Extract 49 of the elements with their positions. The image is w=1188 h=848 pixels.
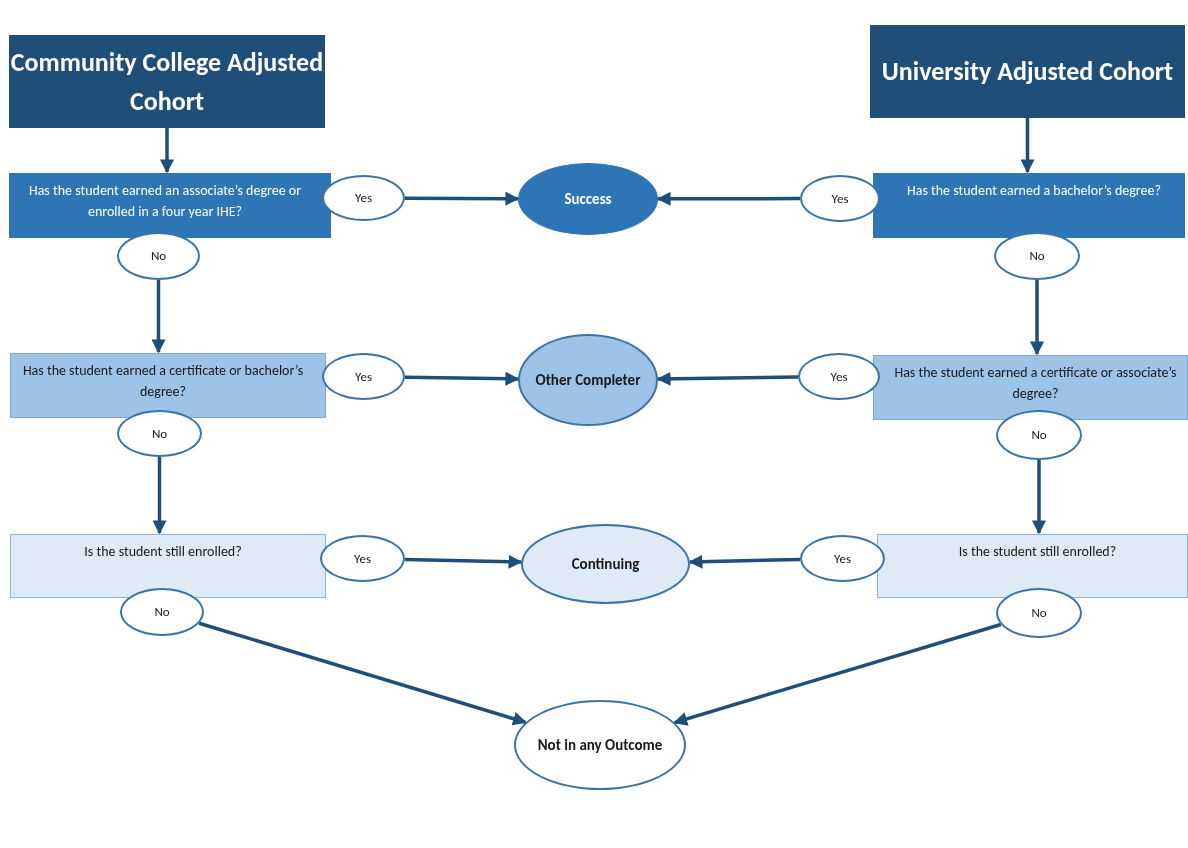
arrow bbox=[404, 371, 520, 386]
node-text: Has the student earned a certificate or associate’s degree? bbox=[893, 363, 1178, 404]
node-text: Yes bbox=[355, 189, 372, 208]
arrow bbox=[152, 457, 167, 535]
node-text: No bbox=[150, 247, 167, 266]
arrow bbox=[1030, 280, 1044, 356]
node-text: Has the student earned an associate’s degree or enrolled in a four year IHE? bbox=[27, 181, 303, 222]
question-box bbox=[10, 353, 326, 418]
arrow bbox=[656, 191, 800, 206]
arrow bbox=[673, 622, 1002, 726]
cohort-box bbox=[870, 25, 1185, 118]
answer-oval bbox=[996, 588, 1082, 638]
arrow bbox=[198, 621, 527, 726]
answer-oval bbox=[322, 353, 405, 400]
node-text: Yes bbox=[834, 549, 851, 568]
arrow bbox=[1020, 118, 1035, 174]
node-text: No bbox=[1031, 426, 1047, 445]
node-text: Yes bbox=[354, 549, 371, 568]
question-box bbox=[873, 173, 1185, 238]
node-text: Continuing bbox=[571, 553, 640, 575]
arrow bbox=[160, 128, 174, 174]
node-text: University Adjusted Cohort bbox=[881, 54, 1174, 89]
node-text: Success bbox=[564, 188, 612, 210]
arrow bbox=[688, 554, 801, 569]
node-text: Has the student earned a bachelor’s degree? bbox=[907, 181, 1161, 201]
arrow bbox=[404, 554, 523, 569]
question-box bbox=[877, 534, 1188, 598]
arrow bbox=[1032, 460, 1046, 535]
question-box bbox=[10, 534, 326, 598]
node-text: Community College Adjusted Cohort bbox=[9, 44, 325, 119]
node-text: Yes bbox=[830, 367, 848, 386]
node-text: Has the student earned a certificate or bachelor’s degree? bbox=[21, 361, 305, 402]
question-box bbox=[873, 355, 1188, 420]
node-text: No bbox=[1029, 247, 1045, 266]
arrow bbox=[151, 280, 166, 354]
answer-oval bbox=[120, 588, 204, 636]
node-text: Is the student still enrolled? bbox=[84, 542, 242, 562]
node-text: No bbox=[151, 424, 168, 443]
node-text: No bbox=[154, 603, 170, 622]
arrow bbox=[656, 371, 799, 386]
node-text: Is the student still enrolled? bbox=[958, 542, 1117, 562]
node-text: Yes bbox=[355, 367, 372, 386]
arrow bbox=[405, 191, 520, 206]
node-text: Yes bbox=[831, 189, 849, 208]
question-box bbox=[9, 173, 331, 238]
cohort-box bbox=[9, 35, 325, 128]
node-text: No bbox=[1031, 604, 1047, 623]
node-text: Not in any Outcome bbox=[537, 734, 663, 756]
node-text: Other Completer bbox=[535, 369, 641, 391]
